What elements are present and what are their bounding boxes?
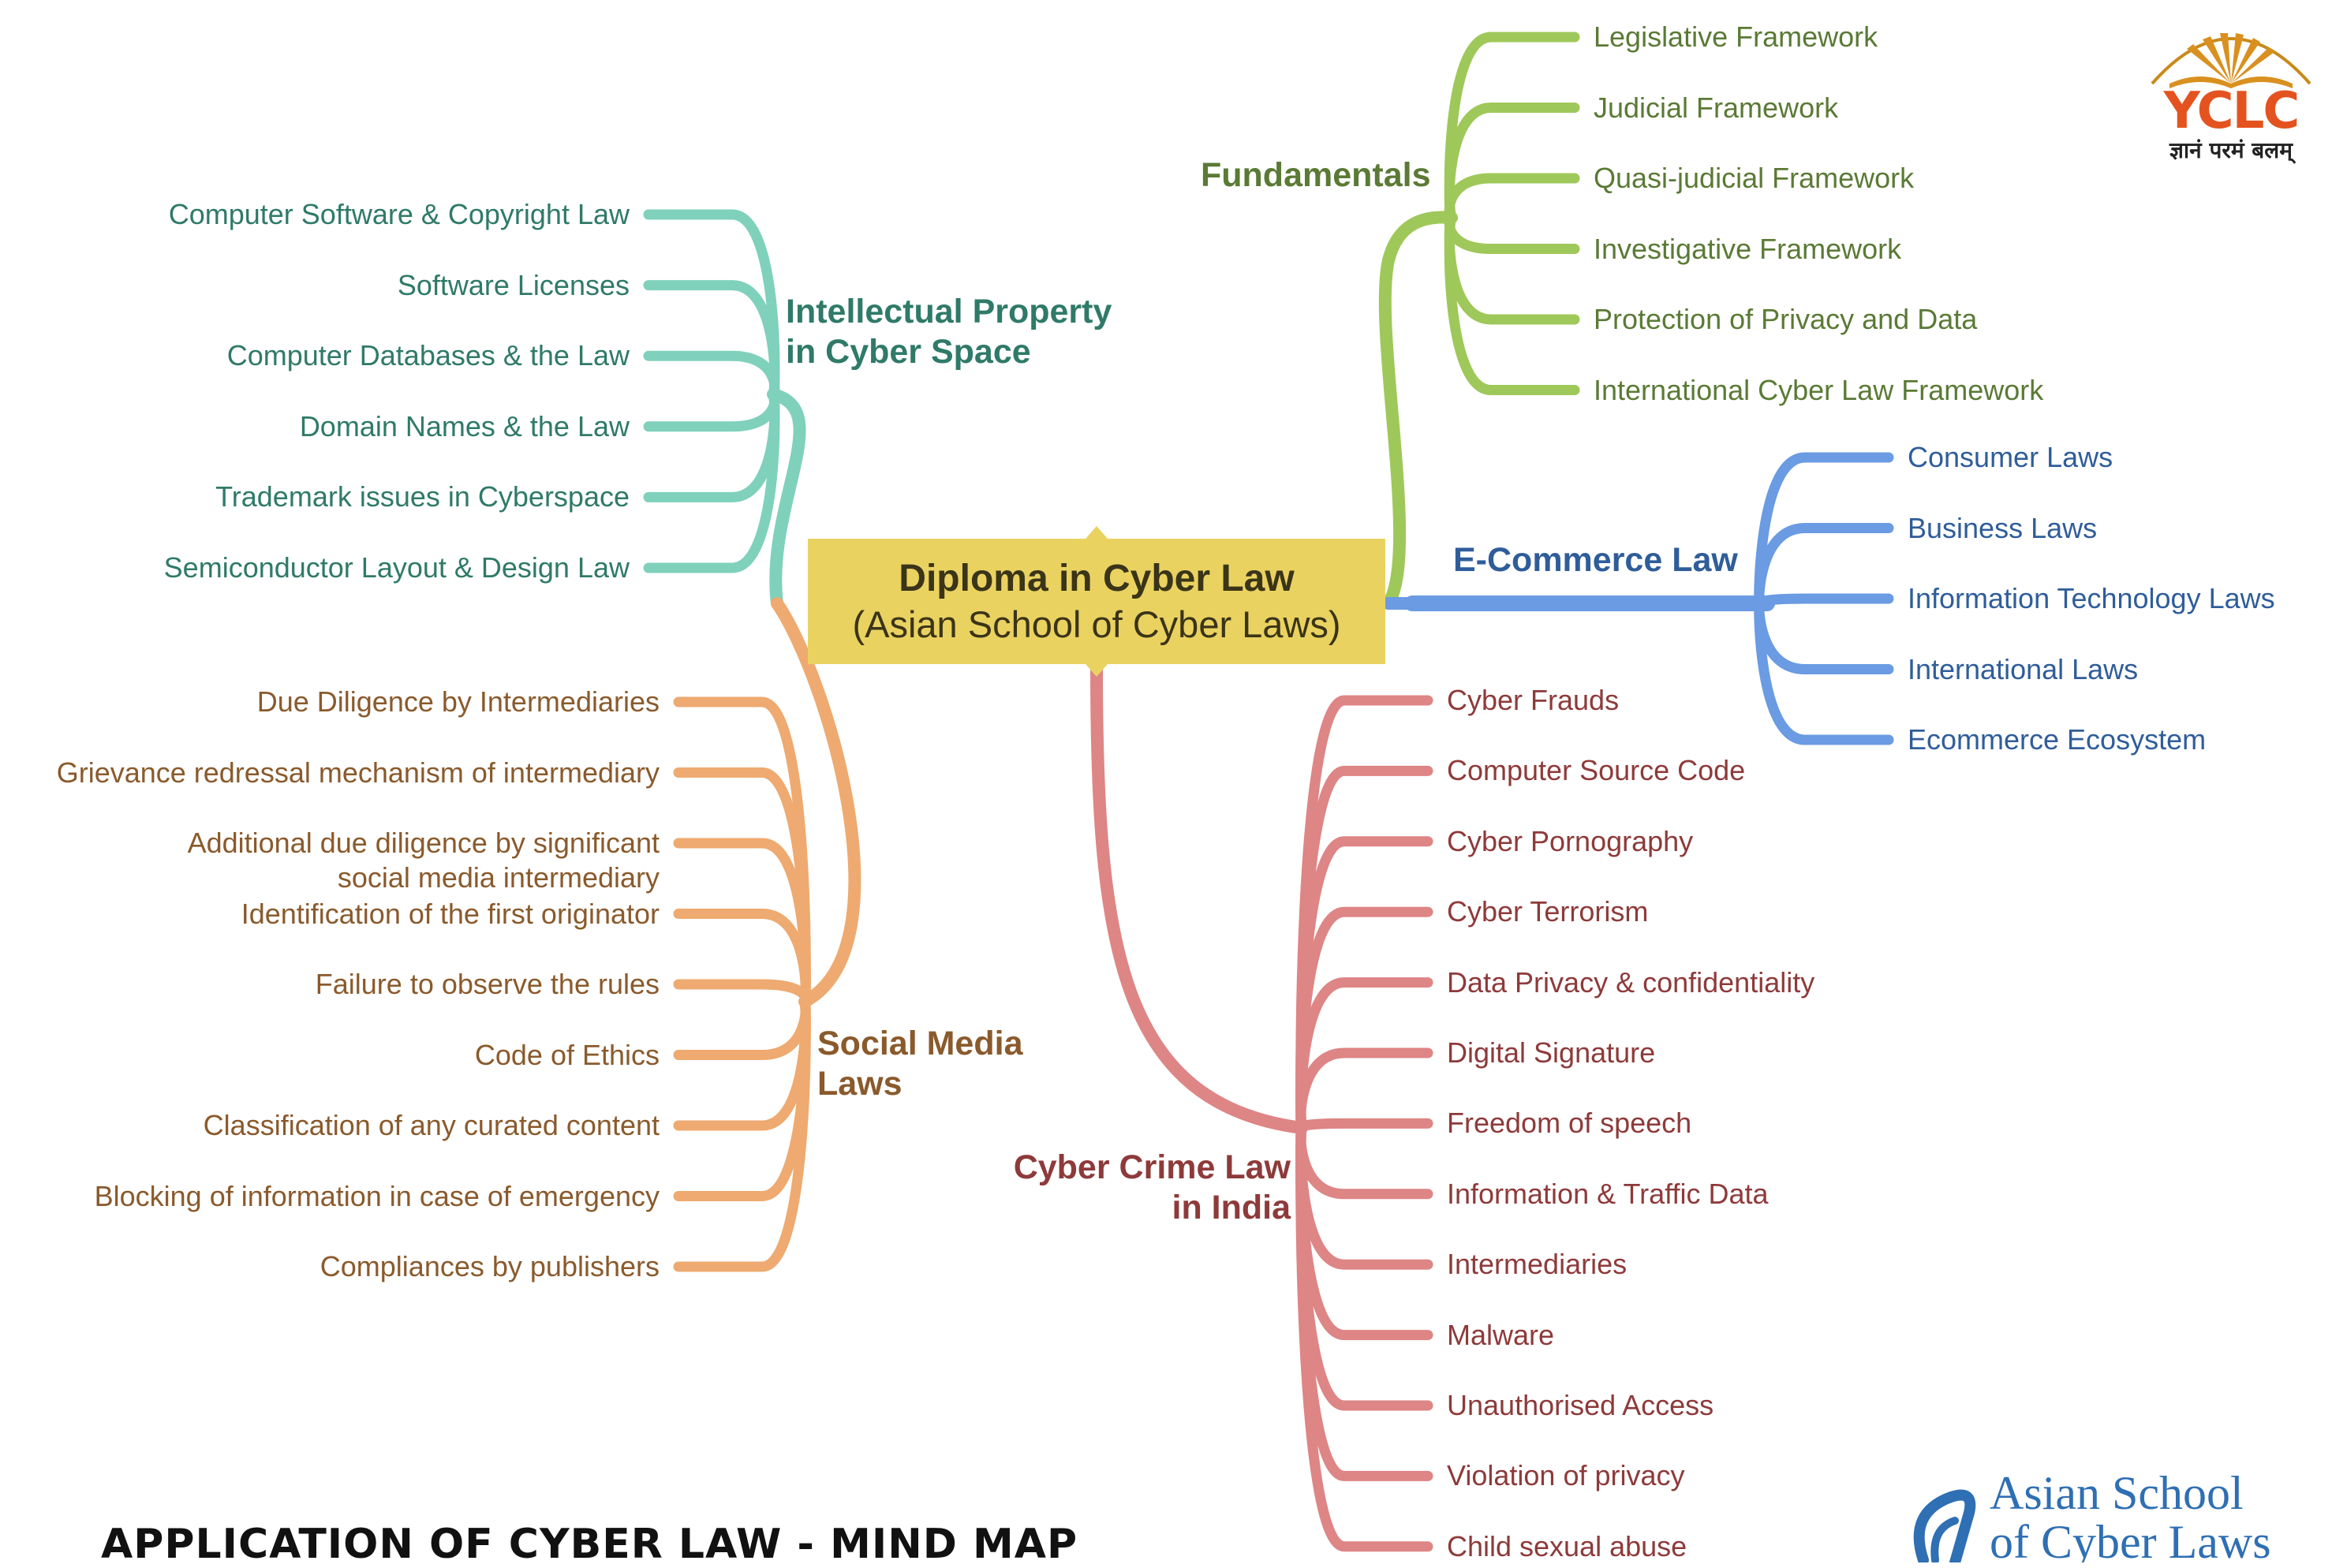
cybercrime-topic: Information & Traffic Data (1447, 1177, 1769, 1210)
fundamentals-item-connector (1444, 212, 1580, 395)
ascl-name: Asian School of Cyber Laws (1990, 1467, 2271, 1562)
social-topic: Grievance redressal mechanism of interme… (56, 756, 660, 789)
ecommerce-topic: Ecommerce Ecosystem (1908, 723, 2207, 756)
social-branch-label: Social Media Laws (817, 1025, 1023, 1103)
ip-trunk (767, 388, 806, 610)
cybercrime-topic: Malware (1447, 1318, 1555, 1351)
fundamentals-topic: Legislative Framework (1594, 21, 1878, 53)
fundamentals-topic: Investigative Framework (1594, 232, 1902, 265)
social-topic: Due Diligence by Intermediaries (256, 685, 660, 718)
cybercrime-topic: Data Privacy & confidentiality (1447, 965, 1815, 999)
social-topic: Identification of the first originator (241, 897, 660, 930)
social-topic: Blocking of information in case of emerg… (94, 1179, 660, 1212)
social-trunk (771, 597, 861, 1008)
cybercrime-topic: Freedom of speech (1447, 1107, 1692, 1140)
social-topic: Failure to observe the rules (315, 968, 660, 1000)
ascl-a-mark-icon (1913, 1489, 1976, 1562)
cybercrime-branch-label: Cyber Crime Law in India (1013, 1148, 1291, 1226)
center-title: Diploma in Cyber Law (899, 557, 1295, 599)
book-icon (2151, 33, 2311, 88)
cybercrime-topic: Cyber Pornography (1447, 824, 1694, 857)
fundamentals-topic: International Cyber Law Framework (1594, 373, 2044, 406)
fundamentals-branch-label: Fundamentals (1201, 156, 1431, 194)
social-topic: Code of Ethics (474, 1038, 660, 1071)
cybercrime-item-connector (1295, 1122, 1433, 1552)
social-topic: Additional due diligence by significant … (187, 827, 660, 894)
yclc-wordmark: YCLC (2163, 82, 2300, 140)
cybercrime-topic: Digital Signature (1447, 1036, 1656, 1069)
ip-item-connector (643, 389, 780, 573)
ip-topic: Domain Names & the Law (299, 409, 630, 442)
cybercrime-topic: Violation of privacy (1447, 1459, 1685, 1492)
ip-topic: Computer Databases & the Law (226, 339, 630, 372)
ecommerce-topic: International Laws (1908, 652, 2139, 685)
social-item-connector (673, 996, 811, 1272)
center-node: Diploma in Cyber Law (Asian School of Cy… (808, 539, 1385, 664)
ip-topic: Software Licenses (397, 268, 630, 301)
cybercrime-topic: Intermediaries (1447, 1248, 1628, 1281)
cybercrime-topic: Cyber Terrorism (1447, 895, 1649, 928)
yclc-tagline: ज्ञानं परमं बलम् (2169, 137, 2293, 163)
fundamentals-trunk (1378, 211, 1458, 610)
ecommerce-topic: Consumer Laws (1908, 441, 2113, 473)
footer-title: APPLICATION OF CYBER LAW - MIND MAP (101, 1521, 1078, 1568)
cybercrime-trunk (1090, 660, 1308, 1134)
cybercrime-topic: Unauthorised Access (1447, 1389, 1714, 1421)
ip-topic: Trademark issues in Cyberspace (215, 480, 630, 513)
fundamentals-topic: Judicial Framework (1594, 91, 1839, 124)
yclc-logo: YCLC ज्ञानं परमं बलम् (2138, 17, 2324, 175)
cybercrime-topic: Computer Source Code (1447, 754, 1746, 787)
ip-branch-label: Intellectual Property in Cyber Space (786, 293, 1112, 371)
cybercrime-topic: Cyber Frauds (1447, 684, 1620, 716)
fundamentals-topic: Quasi-judicial Framework (1594, 162, 1915, 194)
center-subtitle: (Asian School of Cyber Laws) (852, 603, 1341, 645)
ip-topic: Computer Software & Copyright Law (168, 198, 630, 230)
social-topic: Classification of any curated content (203, 1109, 660, 1141)
social-topic: Compliances by publishers (320, 1250, 660, 1282)
ecommerce-topic: Business Laws (1908, 511, 2098, 544)
fundamentals-topic: Protection of Privacy and Data (1594, 303, 1978, 335)
ecommerce-branch-label: E-Commerce Law (1453, 541, 1738, 579)
ecommerce-topic: Information Technology Laws (1908, 582, 2275, 614)
ip-topic: Semiconductor Layout & Design Law (163, 551, 630, 584)
cybercrime-topic: Child sexual abuse (1447, 1529, 1687, 1562)
ascl-logo: Asian School of Cyber Laws (1876, 1465, 2324, 1562)
